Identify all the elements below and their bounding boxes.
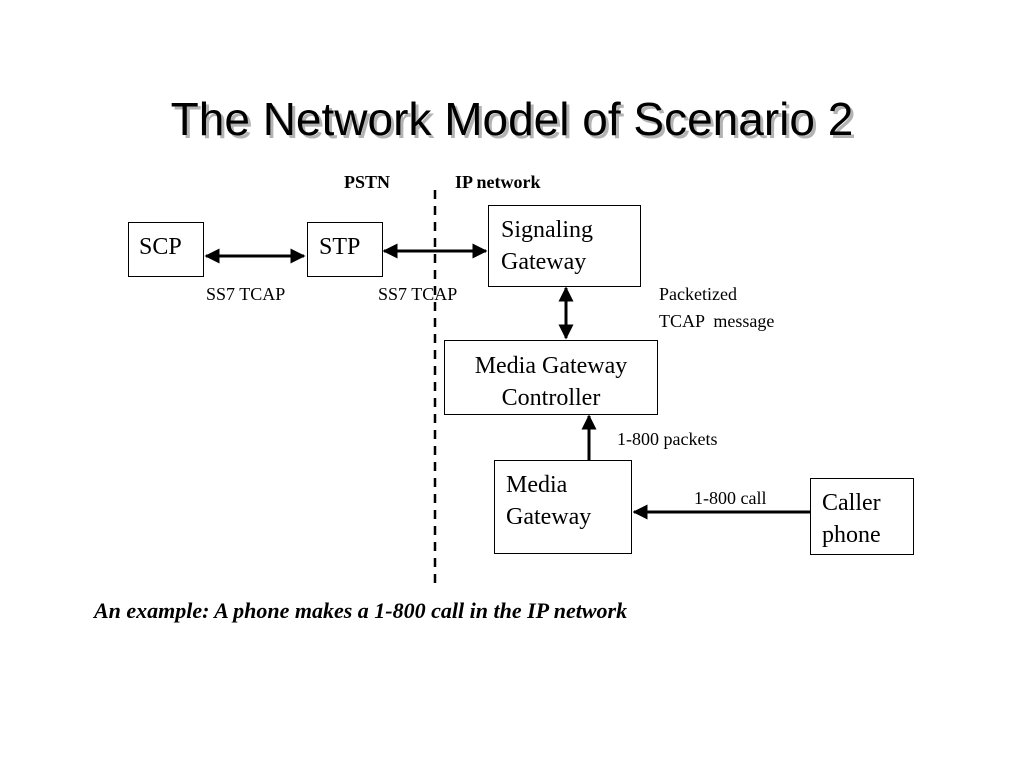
mgc-line1: Media Gateway [474, 353, 628, 379]
caller-phone-line2: phone [822, 522, 881, 549]
media-gateway-line2: Gateway [506, 504, 592, 531]
signaling-gateway-node: Signaling Gateway [488, 205, 641, 287]
slide-caption: An example: A phone makes a 1-800 call i… [94, 598, 628, 623]
sg-mgc-link-label-line1: Packetized [659, 284, 737, 304]
mgc-line2: Controller [501, 385, 601, 412]
caller-mg-link-label: 1-800 call [694, 488, 767, 508]
scp-label: SCP [139, 234, 182, 260]
stp-node: STP [307, 222, 383, 277]
media-gateway-line1: Media [506, 472, 568, 498]
ip-network-label: IP network [455, 172, 541, 192]
stp-label: STP [319, 234, 361, 260]
sg-mgc-link-label-line2: TCAP message [659, 311, 775, 331]
scp-stp-link-label: SS7 TCAP [206, 284, 286, 304]
pstn-label: PSTN [344, 172, 391, 192]
signaling-gateway-line1: Signaling [501, 217, 594, 243]
mg-mgc-link-label: 1-800 packets [617, 429, 718, 449]
caller-phone-node: Caller phone [810, 478, 914, 555]
stp-sg-link-label: SS7 TCAP [378, 284, 458, 304]
slide-title: The Network Model of Scenario 2 [170, 93, 854, 145]
scp-node: SCP [128, 222, 204, 277]
media-gateway-node: Media Gateway [494, 460, 632, 554]
signaling-gateway-line2: Gateway [501, 249, 587, 276]
media-gateway-controller-node: Media Gateway Controller [444, 340, 658, 415]
caller-phone-line1: Caller [822, 490, 881, 516]
